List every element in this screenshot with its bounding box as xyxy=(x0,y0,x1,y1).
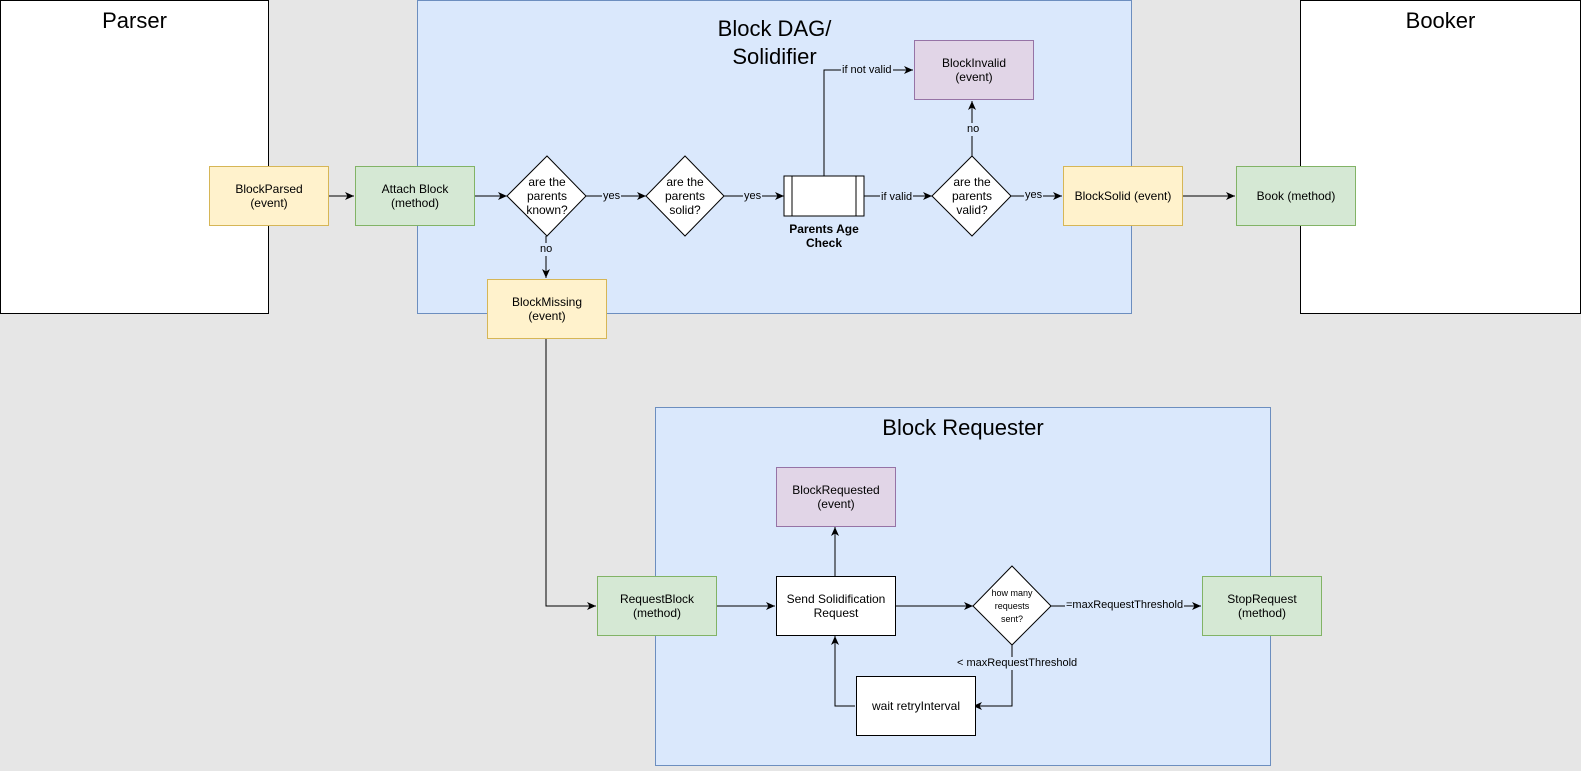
stop-request-method: StopRequest (method) xyxy=(1202,576,1322,636)
decision-parents-solid-shape xyxy=(645,155,725,237)
edge-howmany-to-wait xyxy=(973,645,1013,710)
edge-label-known-no: no xyxy=(539,243,554,256)
edge-label-lt-threshold: < maxRequestThreshold xyxy=(956,657,1079,670)
block-dag-solidifier-title: Block DAG/ Solidifier xyxy=(717,16,832,69)
decision-parents-valid-shape xyxy=(931,155,1012,237)
edge-agecheck-to-invalid xyxy=(823,66,913,176)
parents-age-check-label: Parents Age Check xyxy=(789,222,859,250)
decision-parents-known-shape xyxy=(506,155,587,237)
edge-missing-to-request xyxy=(545,339,596,610)
block-parsed-event: BlockParsed (event) xyxy=(209,166,329,226)
block-solid-event: BlockSolid (event) xyxy=(1063,166,1183,226)
process-parents-age-check-shape xyxy=(783,175,865,217)
booker-title: Booker xyxy=(1405,8,1476,33)
edge-label-if-not-valid: if not valid xyxy=(841,64,893,77)
edge-label-known-yes: yes xyxy=(602,190,622,203)
parser-panel: Parser xyxy=(0,0,269,314)
wait-retry-interval: wait retryInterval xyxy=(856,676,976,736)
edge-label-if-valid: if valid xyxy=(880,191,914,204)
parser-title: Parser xyxy=(102,8,167,33)
book-method: Book (method) xyxy=(1236,166,1356,226)
block-missing-event: BlockMissing (event) xyxy=(487,279,607,339)
edge-label-solid-yes: yes xyxy=(743,190,763,203)
edge-label-valid-yes: yes xyxy=(1024,189,1044,202)
block-requested-event: BlockRequested (event) xyxy=(776,467,896,527)
attach-block-method: Attach Block (method) xyxy=(355,166,475,226)
edge-label-valid-no: no xyxy=(966,123,981,136)
edge-wait-to-send xyxy=(831,636,855,707)
booker-panel: Booker xyxy=(1300,0,1581,314)
block-requester-title: Block Requester xyxy=(882,415,1044,440)
decision-how-many-shape xyxy=(972,565,1052,646)
request-block-method: RequestBlock (method) xyxy=(597,576,717,636)
send-solidification-request: Send Solidification Request xyxy=(776,576,896,636)
edge-label-max-threshold: =maxRequestThreshold xyxy=(1065,599,1185,612)
block-invalid-event: BlockInvalid (event) xyxy=(914,40,1034,100)
